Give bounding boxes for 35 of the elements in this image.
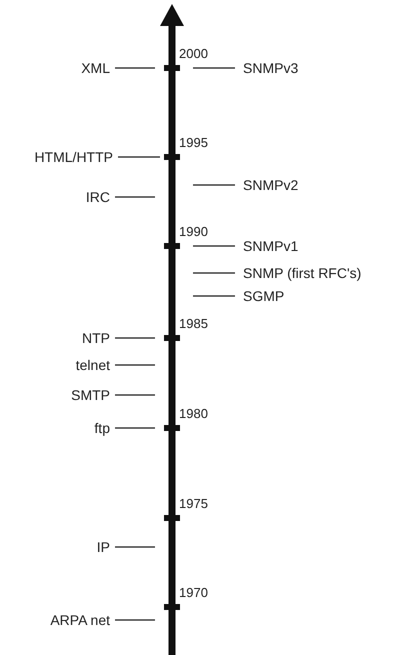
- event-label: ftp: [94, 420, 110, 436]
- leader-line: [118, 156, 160, 158]
- event-label: SGMP: [243, 288, 284, 304]
- event-label: HTML/HTTP: [34, 149, 113, 165]
- event-label: SMTP: [71, 387, 110, 403]
- event-label: IRC: [86, 189, 110, 205]
- leader-line: [115, 67, 155, 69]
- leader-line: [193, 184, 235, 186]
- event-label: SNMP (first RFC's): [243, 265, 362, 281]
- event-label: NTP: [82, 330, 110, 346]
- event-label: SNMPv1: [243, 238, 298, 254]
- leader-line: [193, 245, 235, 247]
- year-label: 1985: [179, 316, 208, 332]
- leader-line: [115, 394, 155, 396]
- leader-line: [115, 546, 155, 548]
- event-label: IP: [96, 539, 110, 555]
- leader-line: [115, 337, 155, 339]
- leader-line: [115, 364, 155, 366]
- event-label: SNMPv3: [243, 60, 298, 76]
- event-label: XML: [81, 60, 110, 76]
- leader-line: [115, 427, 155, 429]
- leader-line: [193, 272, 235, 274]
- leader-line: [193, 67, 235, 69]
- event-label: telnet: [76, 357, 110, 373]
- year-label: 2000: [179, 46, 208, 62]
- year-label: 1990: [179, 224, 208, 240]
- event-label: SNMPv2: [243, 177, 298, 193]
- year-label: 1970: [179, 585, 208, 601]
- year-label: 1975: [179, 496, 208, 512]
- leader-line: [193, 295, 235, 297]
- leader-line: [115, 619, 155, 621]
- year-label: 1995: [179, 135, 208, 151]
- event-label: ARPA net: [50, 612, 110, 628]
- leader-line: [115, 196, 155, 198]
- year-label: 1980: [179, 406, 208, 422]
